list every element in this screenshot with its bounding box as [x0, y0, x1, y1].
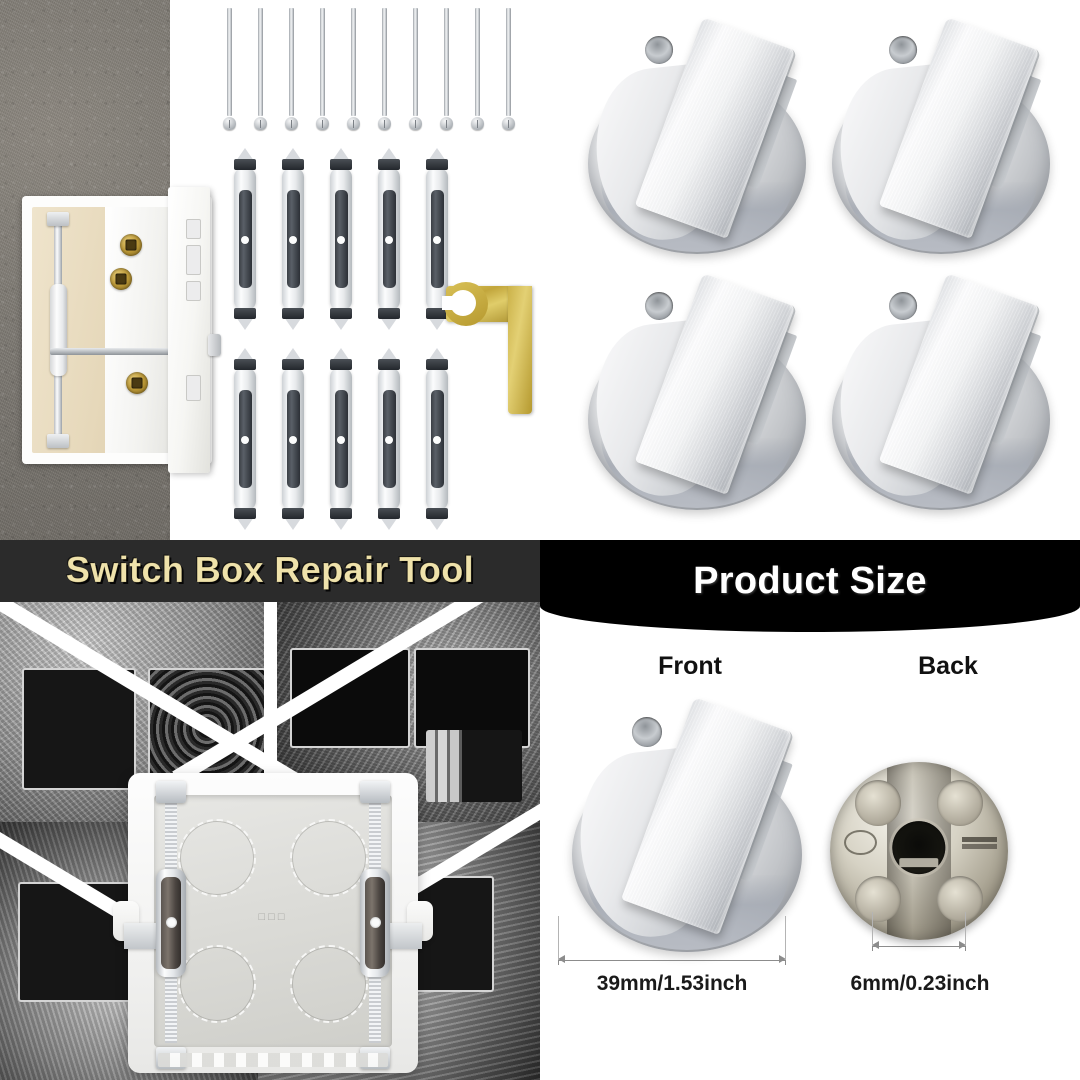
- lid-thumb-tab: [208, 334, 221, 356]
- repair-strut: [420, 348, 454, 530]
- repair-strut: [324, 348, 358, 530]
- knob-back-marking: [961, 836, 998, 843]
- stove-knob: [832, 16, 1050, 254]
- lid-slot: [186, 375, 201, 401]
- long-screw: [440, 8, 453, 130]
- cross-bar: [50, 348, 184, 355]
- box-brand-mark: □□□: [258, 910, 288, 923]
- long-screw: [409, 8, 422, 130]
- installed-strut-left: [154, 777, 188, 1069]
- lid-slot: [186, 245, 201, 275]
- knob-back-view: [830, 762, 1008, 940]
- panel-repair-tool-usage: Switch Box Repair Tool: [0, 540, 540, 1080]
- switch-box-lid: [168, 187, 210, 473]
- knob-back-marking: [844, 829, 877, 855]
- box-knockout: [290, 819, 368, 897]
- installed-strut-right: [358, 777, 392, 1069]
- brass-terminal-screw: [110, 268, 132, 290]
- long-screw: [254, 8, 267, 130]
- long-screw: [223, 8, 236, 130]
- lid-slot: [186, 219, 201, 239]
- panel-kit-contents: [0, 0, 540, 540]
- box-knockout: [290, 945, 368, 1023]
- hero-switch-box-product: □□□: [113, 773, 433, 1073]
- front-view-label: Front: [658, 652, 722, 680]
- panel-knobs-grid: [540, 0, 1080, 540]
- knob-back-recess: [854, 779, 902, 827]
- repair-strut: [324, 148, 358, 330]
- repair-strut: [372, 348, 406, 530]
- repair-strut: [276, 148, 310, 330]
- repair-strut: [372, 148, 406, 330]
- long-screw: [502, 8, 515, 130]
- repair-strut: [228, 348, 262, 530]
- box-knockout: [178, 945, 256, 1023]
- product-size-banner: Product Size: [540, 540, 1080, 632]
- repair-strut: [228, 148, 262, 330]
- repair-tool-banner: Switch Box Repair Tool: [0, 540, 540, 602]
- stove-knob: [832, 272, 1050, 510]
- product-size-title: Product Size: [693, 560, 927, 602]
- stove-knob: [588, 272, 806, 510]
- box-knockout: [178, 819, 256, 897]
- box-bottom-teeth: [158, 1053, 388, 1067]
- panel-product-size: Product Size Front Back: [540, 540, 1080, 1080]
- knob-back-recess: [936, 875, 984, 923]
- wall-cutaway-switch-box: [22, 187, 221, 473]
- strut-nut-bottom: [46, 434, 69, 448]
- long-screws-group: [223, 8, 526, 136]
- knob-back-recess: [854, 875, 902, 923]
- brass-terminal-screw: [126, 372, 148, 394]
- long-screw: [471, 8, 484, 130]
- knob-back-face: [830, 762, 1008, 940]
- knob-back-recess: [936, 779, 984, 827]
- repair-strut: [420, 148, 454, 330]
- knob-back-d-socket: [892, 821, 946, 875]
- strut-body: [49, 284, 67, 376]
- wrench-jaw-gap: [442, 296, 460, 310]
- repair-tool-title: Switch Box Repair Tool: [65, 549, 475, 591]
- dimension-text-back: 6mm/0.23inch: [850, 972, 990, 995]
- knob-front-view: [571, 696, 802, 952]
- long-screw: [285, 8, 298, 130]
- lid-slot: [186, 281, 201, 301]
- stove-knob: [588, 16, 806, 254]
- long-screw: [347, 8, 360, 130]
- repair-struts-row-1: [228, 148, 488, 333]
- back-view-label: Back: [918, 652, 978, 680]
- strut-nut-top: [46, 212, 69, 226]
- brass-wrench-icon: [442, 278, 532, 416]
- installed-repair-strut: [46, 212, 69, 448]
- repair-struts-row-2: [228, 348, 488, 533]
- dimension-text-front: 39mm/1.53inch: [596, 972, 748, 995]
- long-screw: [316, 8, 329, 130]
- long-screw: [378, 8, 391, 130]
- wrench-arm-vertical: [508, 286, 532, 414]
- box-interior: □□□: [154, 795, 392, 1047]
- brass-terminal-screw: [120, 234, 142, 256]
- repair-strut: [276, 348, 310, 530]
